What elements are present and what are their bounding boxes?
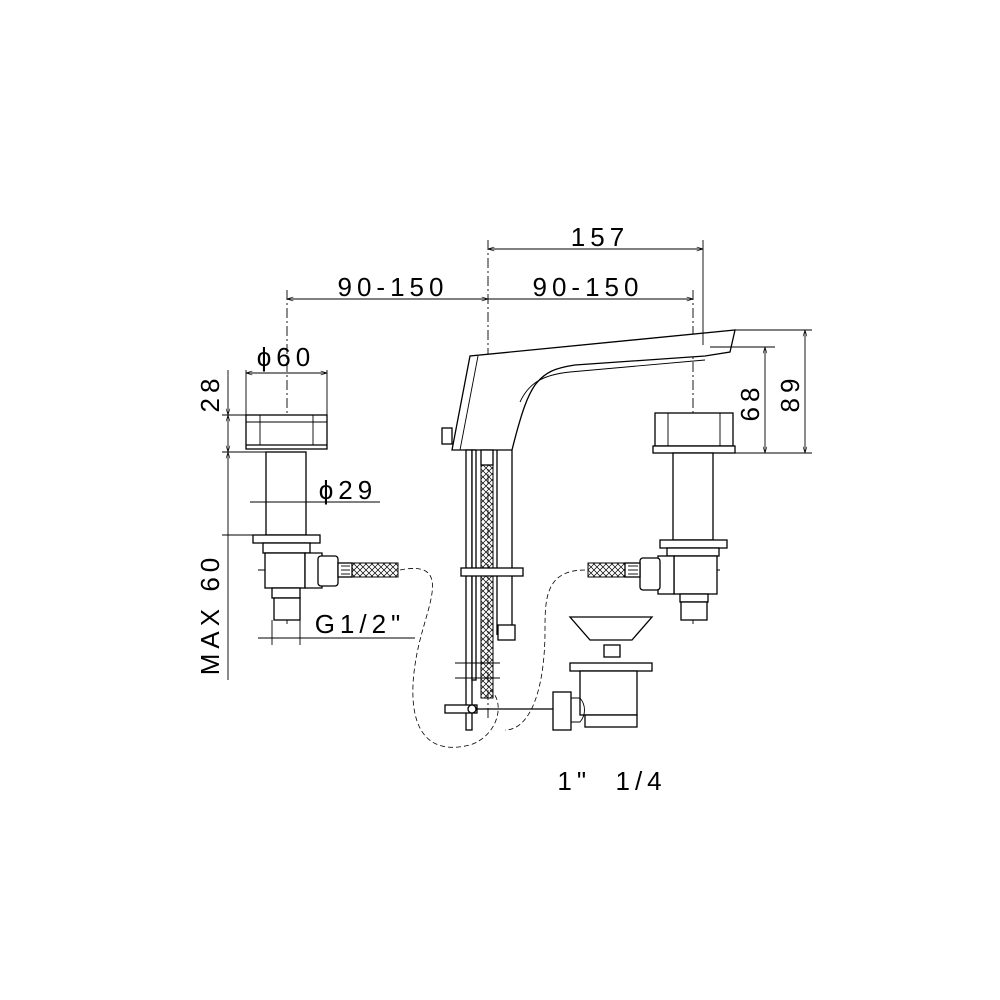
- dim-spout-height: 68: [735, 383, 765, 422]
- left-handle: [245, 414, 499, 748]
- dim-handle-height: 28: [195, 374, 225, 413]
- dim-overall-height: 89: [775, 374, 805, 413]
- dim-stem-diameter: ϕ29: [319, 475, 377, 505]
- dim-spacing-left: 90-150: [338, 272, 449, 302]
- dim-max-depth: MAX 60: [195, 553, 225, 676]
- spout-body: [441, 329, 736, 731]
- dim-handle-diameter: ϕ60: [257, 342, 315, 372]
- dim-overall-reach: 157: [571, 222, 629, 252]
- dim-spacing-right: 90-150: [533, 272, 644, 302]
- dimension-lines: [222, 240, 812, 680]
- pop-up-waste: [477, 616, 654, 731]
- right-handle: [504, 412, 736, 731]
- dim-connection-thread: G1/2": [315, 609, 406, 639]
- dim-waste-size: 1" 1/4: [557, 766, 666, 796]
